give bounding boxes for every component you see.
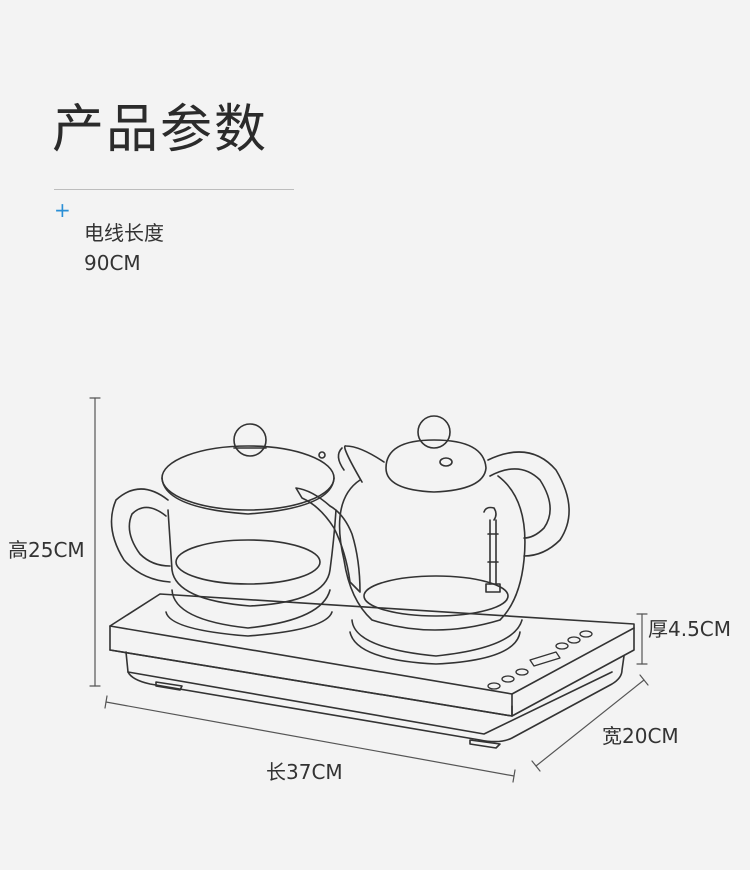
right-kettle xyxy=(338,416,569,664)
control-panel xyxy=(488,631,592,689)
page-title: 产品参数 xyxy=(52,100,269,160)
left-teapot xyxy=(112,424,361,636)
dimension-length: 长37CM xyxy=(266,760,343,784)
title-divider xyxy=(54,189,294,190)
dimension-thickness: 厚4.5CM xyxy=(648,617,732,641)
plus-icon: + xyxy=(54,198,71,222)
spec-value-cord-length: 90CM xyxy=(84,251,141,275)
dimension-height: 高25CM xyxy=(8,538,85,562)
dimension-width: 宽20CM xyxy=(602,724,679,748)
spec-label-cord-length: 电线长度 xyxy=(84,221,164,245)
dimension-lines xyxy=(90,398,648,782)
base-tray xyxy=(110,594,634,748)
